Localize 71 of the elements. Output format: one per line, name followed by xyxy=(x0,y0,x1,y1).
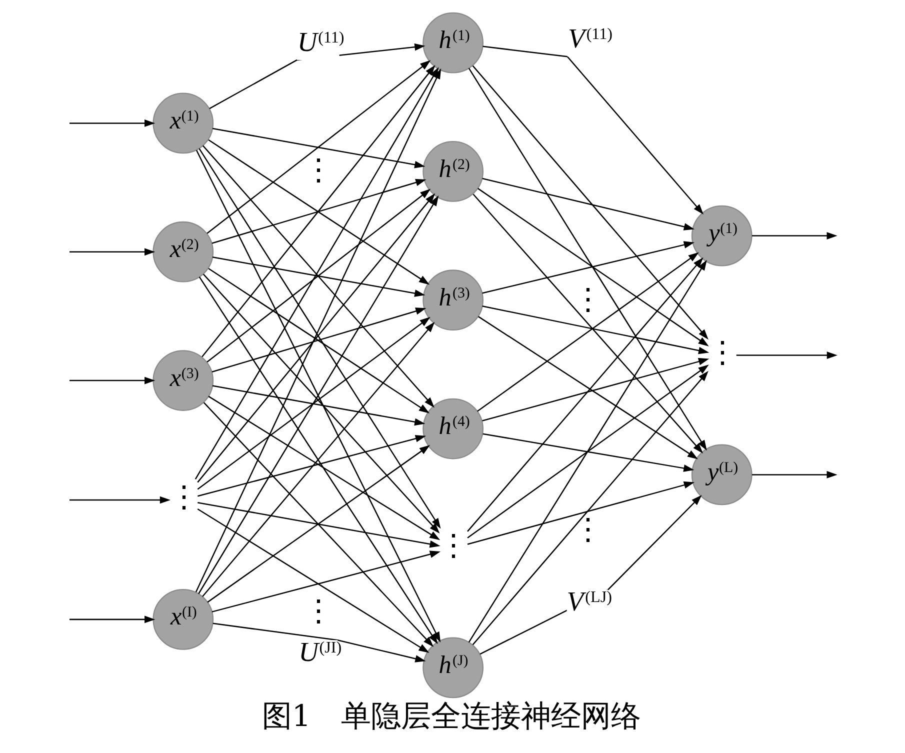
arrow xyxy=(208,396,440,540)
node-text: ⋮ xyxy=(168,481,199,514)
arrow xyxy=(212,256,426,297)
arrow xyxy=(472,65,708,340)
node-circle: x$^{(I)}$ xyxy=(152,589,214,650)
arrow xyxy=(480,494,702,655)
node-circle: x$^{(3)}$ xyxy=(152,350,214,411)
arrow xyxy=(482,306,710,354)
arrow xyxy=(482,433,694,472)
arrow xyxy=(197,435,426,497)
arrow xyxy=(472,370,708,646)
arrow xyxy=(477,252,699,412)
label: ⋮ xyxy=(573,513,604,546)
arrow xyxy=(467,364,709,538)
arrow xyxy=(198,502,440,548)
arrow xyxy=(472,194,704,454)
node-circle: h$^{(2)}$ xyxy=(422,141,484,202)
label: ⋮ xyxy=(304,154,334,187)
arrow xyxy=(736,352,838,359)
arrow xyxy=(198,276,438,644)
arrow xyxy=(752,471,838,478)
arrow xyxy=(197,316,430,490)
arrow xyxy=(478,316,698,460)
label: ⋮ xyxy=(304,594,334,628)
arrow xyxy=(482,46,704,215)
caption: 图1 单隐层全连接神经网络 xyxy=(262,699,641,734)
arrow xyxy=(70,616,156,624)
arrow xyxy=(198,195,439,594)
arrow xyxy=(752,232,838,240)
arrow xyxy=(212,308,426,373)
arrow xyxy=(212,385,426,426)
arrow xyxy=(478,188,709,346)
arrow xyxy=(207,445,430,603)
edge-label: U$^{(11)}$ xyxy=(297,26,344,58)
label: ⋮ xyxy=(573,284,604,317)
arrow xyxy=(202,322,435,597)
node-circle: x$^{(2)}$ xyxy=(152,221,214,282)
node-text: ⋮ xyxy=(708,336,738,370)
arrow xyxy=(208,268,430,414)
arrow xyxy=(202,145,434,408)
arrow xyxy=(202,65,436,358)
arrow xyxy=(468,68,707,451)
arrow xyxy=(212,128,426,168)
edge-label: V$^{(11)}$ xyxy=(568,22,613,54)
arrow xyxy=(212,178,426,244)
arrow xyxy=(203,402,434,647)
arrow xyxy=(468,260,707,643)
arrow xyxy=(197,193,436,483)
arrow xyxy=(70,376,156,384)
arrow xyxy=(467,481,694,545)
arrow xyxy=(198,148,441,529)
arrow xyxy=(467,257,704,532)
arrow xyxy=(482,178,694,230)
arrow xyxy=(482,241,694,294)
node-circle: x$^{(1)}$ xyxy=(152,92,214,154)
arrow xyxy=(208,139,430,285)
arrow xyxy=(70,496,170,504)
arrow xyxy=(212,550,441,612)
arrow xyxy=(70,120,156,127)
arrow xyxy=(206,60,431,234)
node-circle: h$^{(1)}$ xyxy=(422,12,484,74)
arrow xyxy=(482,358,710,422)
edge-label: V$^{(LJ)}$ xyxy=(566,585,612,616)
node-circle: h$^{(3)}$ xyxy=(422,270,484,331)
node-text: ⋮ xyxy=(438,529,469,562)
arrow xyxy=(197,508,430,653)
arrow xyxy=(212,622,426,662)
edge-label: U$^{(JI)}$ xyxy=(298,636,342,668)
arrow xyxy=(202,274,440,534)
arrow xyxy=(206,188,431,362)
arrow xyxy=(70,248,156,256)
